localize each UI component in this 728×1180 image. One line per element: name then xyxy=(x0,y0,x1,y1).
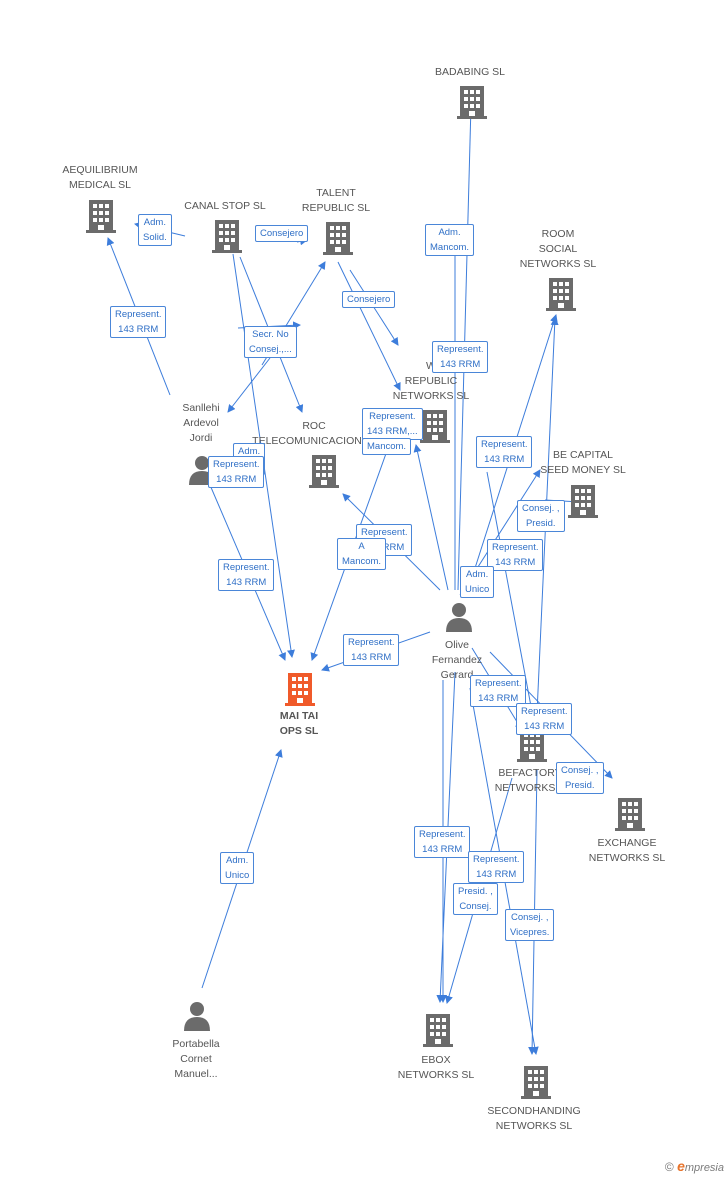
edge-label[interactable]: Presid. , Consej. xyxy=(453,883,498,915)
brand-logo-initial: e xyxy=(677,1158,685,1174)
brand-footer: © empresia xyxy=(665,1158,724,1174)
edge-label[interactable]: Represent. 143 RRM xyxy=(487,539,544,571)
node-label-room-social[interactable]: ROOM SOCIAL NETWORKS SL xyxy=(519,228,597,270)
edge-label[interactable]: Represent. 143 RRM xyxy=(218,559,275,591)
edge-label[interactable]: Adm. Mancom. xyxy=(425,224,475,256)
edge-label[interactable]: Represent. 143 RRM xyxy=(414,826,471,858)
edge-label[interactable]: Represent. 143 RRM,... xyxy=(362,408,423,440)
node-label-talent-republic[interactable]: TALENT REPUBLIC SL xyxy=(301,187,371,214)
node-label-olive[interactable]: Olive Fernandez Gerard xyxy=(431,639,483,681)
node-label-exchange[interactable]: EXCHANGE NETWORKS SL xyxy=(588,837,666,864)
edge-label[interactable]: Represent. 143 RRM xyxy=(470,675,527,707)
building-icon[interactable] xyxy=(420,410,450,443)
building-icon[interactable] xyxy=(423,1014,453,1047)
relationship-edge xyxy=(413,444,449,591)
building-icon[interactable] xyxy=(568,485,598,518)
edge-label[interactable]: Consejero xyxy=(342,291,396,308)
node-label-canal-stop[interactable]: CANAL STOP SL xyxy=(184,200,266,212)
edge-label[interactable]: Mancom. xyxy=(362,438,412,455)
node-label-befactory[interactable]: BEFACTORY NETWORKS S xyxy=(494,767,566,794)
relationship-edge xyxy=(337,261,401,391)
edge-label[interactable]: Consej. , Presid. xyxy=(517,500,565,532)
edge-label[interactable]: Represent. 143 RRM xyxy=(343,634,400,666)
node-label-roc-telecom[interactable]: ROC TELECOMUNICACIONES xyxy=(252,420,376,447)
edge-label[interactable]: Represent. 143 RRM xyxy=(208,456,265,488)
node-label-aequilibrium[interactable]: AEQUILIBRIUM MEDICAL SL xyxy=(62,164,138,191)
copyright-symbol: © xyxy=(664,1160,674,1174)
node-label-sanllehi[interactable]: Sanllehi Ardevol Jordi xyxy=(182,402,220,444)
building-icon[interactable] xyxy=(615,798,645,831)
building-icon[interactable] xyxy=(457,86,487,119)
node-label-secondhanding[interactable]: SECONDHANDING NETWORKS SL xyxy=(487,1105,581,1132)
relationship-edge xyxy=(227,357,271,413)
node-label-badabing[interactable]: BADABING SL xyxy=(434,66,506,78)
node-label-ebox[interactable]: EBOX NETWORKS SL xyxy=(397,1054,475,1081)
building-icon[interactable] xyxy=(86,200,116,233)
building-icon[interactable] xyxy=(285,673,315,706)
edge-label[interactable]: Represent. 143 RRM xyxy=(516,703,573,735)
node-label-portabella[interactable]: Portabella Cornet Manuel... xyxy=(172,1038,220,1080)
edge-label[interactable]: Consejero xyxy=(255,225,309,242)
edge-label[interactable]: Adm. Unico xyxy=(220,852,255,884)
edge-label[interactable]: Represent. 143 RRM xyxy=(110,306,167,338)
building-icon[interactable] xyxy=(323,222,353,255)
node-label-w-republic[interactable]: W REPUBLIC NETWORKS SL xyxy=(392,360,470,402)
edge-label[interactable]: Consej. , Vicepres. xyxy=(505,909,555,941)
edge-label[interactable]: Secr. No Consej.,... xyxy=(244,326,297,358)
edge-label[interactable]: Represent. 143 RRM xyxy=(468,851,525,883)
edge-label[interactable]: Represent. 143 RRM xyxy=(476,436,533,468)
person-icon[interactable] xyxy=(184,1002,210,1031)
edge-label[interactable]: Consej. , Presid. xyxy=(556,762,604,794)
node-label-be-capital[interactable]: BE CAPITAL SEED MONEY SL xyxy=(540,449,626,476)
building-icon[interactable] xyxy=(212,220,242,253)
edge-label[interactable]: Adm. Solid. xyxy=(138,214,172,246)
building-icon[interactable] xyxy=(546,278,576,311)
brand-logo-text: mpresia xyxy=(684,1162,724,1174)
building-icon[interactable] xyxy=(309,455,339,488)
edge-label[interactable]: Represent. 143 RRM xyxy=(432,341,489,373)
building-icon[interactable] xyxy=(521,1066,551,1099)
edge-label[interactable]: A Mancom. xyxy=(337,538,387,570)
node-label-mai-tai[interactable]: MAI TAI OPS SL xyxy=(279,710,319,737)
relationship-edge xyxy=(486,471,539,734)
person-icon[interactable] xyxy=(446,603,472,632)
edge-label[interactable]: Adm. Unico xyxy=(460,566,495,598)
